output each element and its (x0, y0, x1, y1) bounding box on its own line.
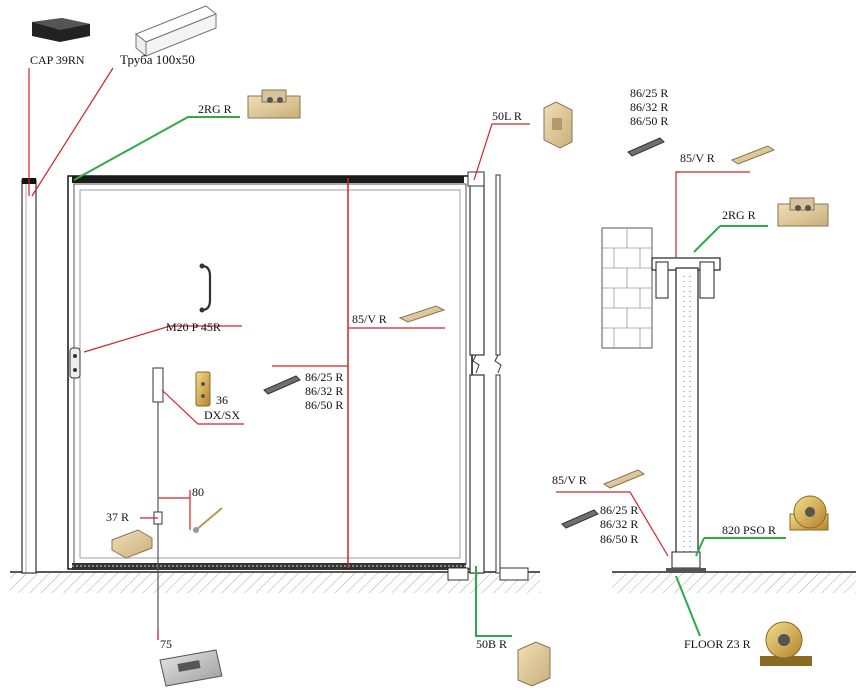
frame-latch (69, 347, 81, 379)
side-rail-85v-low-icon (602, 469, 646, 489)
bolt-37-icon (111, 529, 153, 559)
top-guide-rail (72, 176, 464, 183)
label-86-25-center: 86/25 R (305, 370, 343, 384)
side-wall (601, 227, 653, 349)
label-side-85v: 85/V R (680, 151, 715, 165)
label-85v-center: 85/V R (352, 312, 387, 326)
label-50l: 50L R (492, 109, 522, 123)
gate-frame (67, 175, 473, 570)
label-side-86-32-low: 86/32 R (600, 517, 638, 531)
label-side-86-25: 86/25 R (630, 86, 668, 100)
label-side-86-50: 86/50 R (630, 114, 668, 128)
leader-lines (28, 67, 530, 640)
rail-86-center-icon (263, 375, 301, 395)
guide-2rg-icon (247, 89, 301, 119)
cap-39rn-icon (32, 18, 90, 42)
floor-wheel-z3-icon (760, 621, 812, 666)
label-bolt-80: 80 (192, 485, 204, 499)
label-2rg-top: 2RG R (198, 102, 232, 116)
label-side-86-32: 86/32 R (630, 100, 668, 114)
gate-handle (199, 263, 212, 313)
side-rail-85v-icon (730, 145, 776, 165)
side-rail-86-icon (627, 137, 665, 157)
side-gate-profile (651, 257, 721, 573)
label-side-85v-low: 85/V R (552, 473, 587, 487)
side-guide-2rg-icon (777, 197, 829, 227)
label-floor-z3: FLOOR Z3 R (684, 637, 751, 651)
side-leader-lines (556, 171, 786, 637)
label-cap-39rn: CAP 39RN (30, 53, 85, 67)
label-side-2rg: 2RG R (722, 208, 756, 222)
end-stop-50l-icon (543, 101, 573, 149)
label-latch-side: DX/SX (204, 408, 240, 422)
plate-75-icon (159, 649, 223, 687)
label-handle-m20: M20 P 45R (166, 320, 221, 334)
label-latch-36: 36 (216, 393, 228, 407)
label-side-86-25-low: 86/25 R (600, 503, 638, 517)
label-86-32-center: 86/32 R (305, 384, 343, 398)
label-tube: Труба 100x50 (120, 52, 195, 67)
label-plate-75: 75 (160, 637, 172, 651)
bolt-80-icon (193, 507, 223, 533)
label-bolt-37: 37 R (106, 510, 129, 524)
end-stop-50b-icon (517, 641, 551, 687)
rail-85v-center-icon (398, 305, 446, 323)
label-86-50-center: 86/50 R (305, 398, 343, 412)
left-post (21, 178, 37, 574)
latch-36-icon (195, 371, 211, 407)
side-rail-86-low-icon (561, 509, 599, 529)
label-50b: 50B R (476, 637, 507, 651)
label-wheel-820: 820 PSO R (722, 523, 776, 537)
tube-100x50-icon (135, 5, 217, 58)
ground-side (612, 571, 856, 593)
wheel-820-pso-icon (789, 495, 829, 531)
right-post (447, 171, 529, 581)
label-side-86-50-low: 86/50 R (600, 532, 638, 546)
